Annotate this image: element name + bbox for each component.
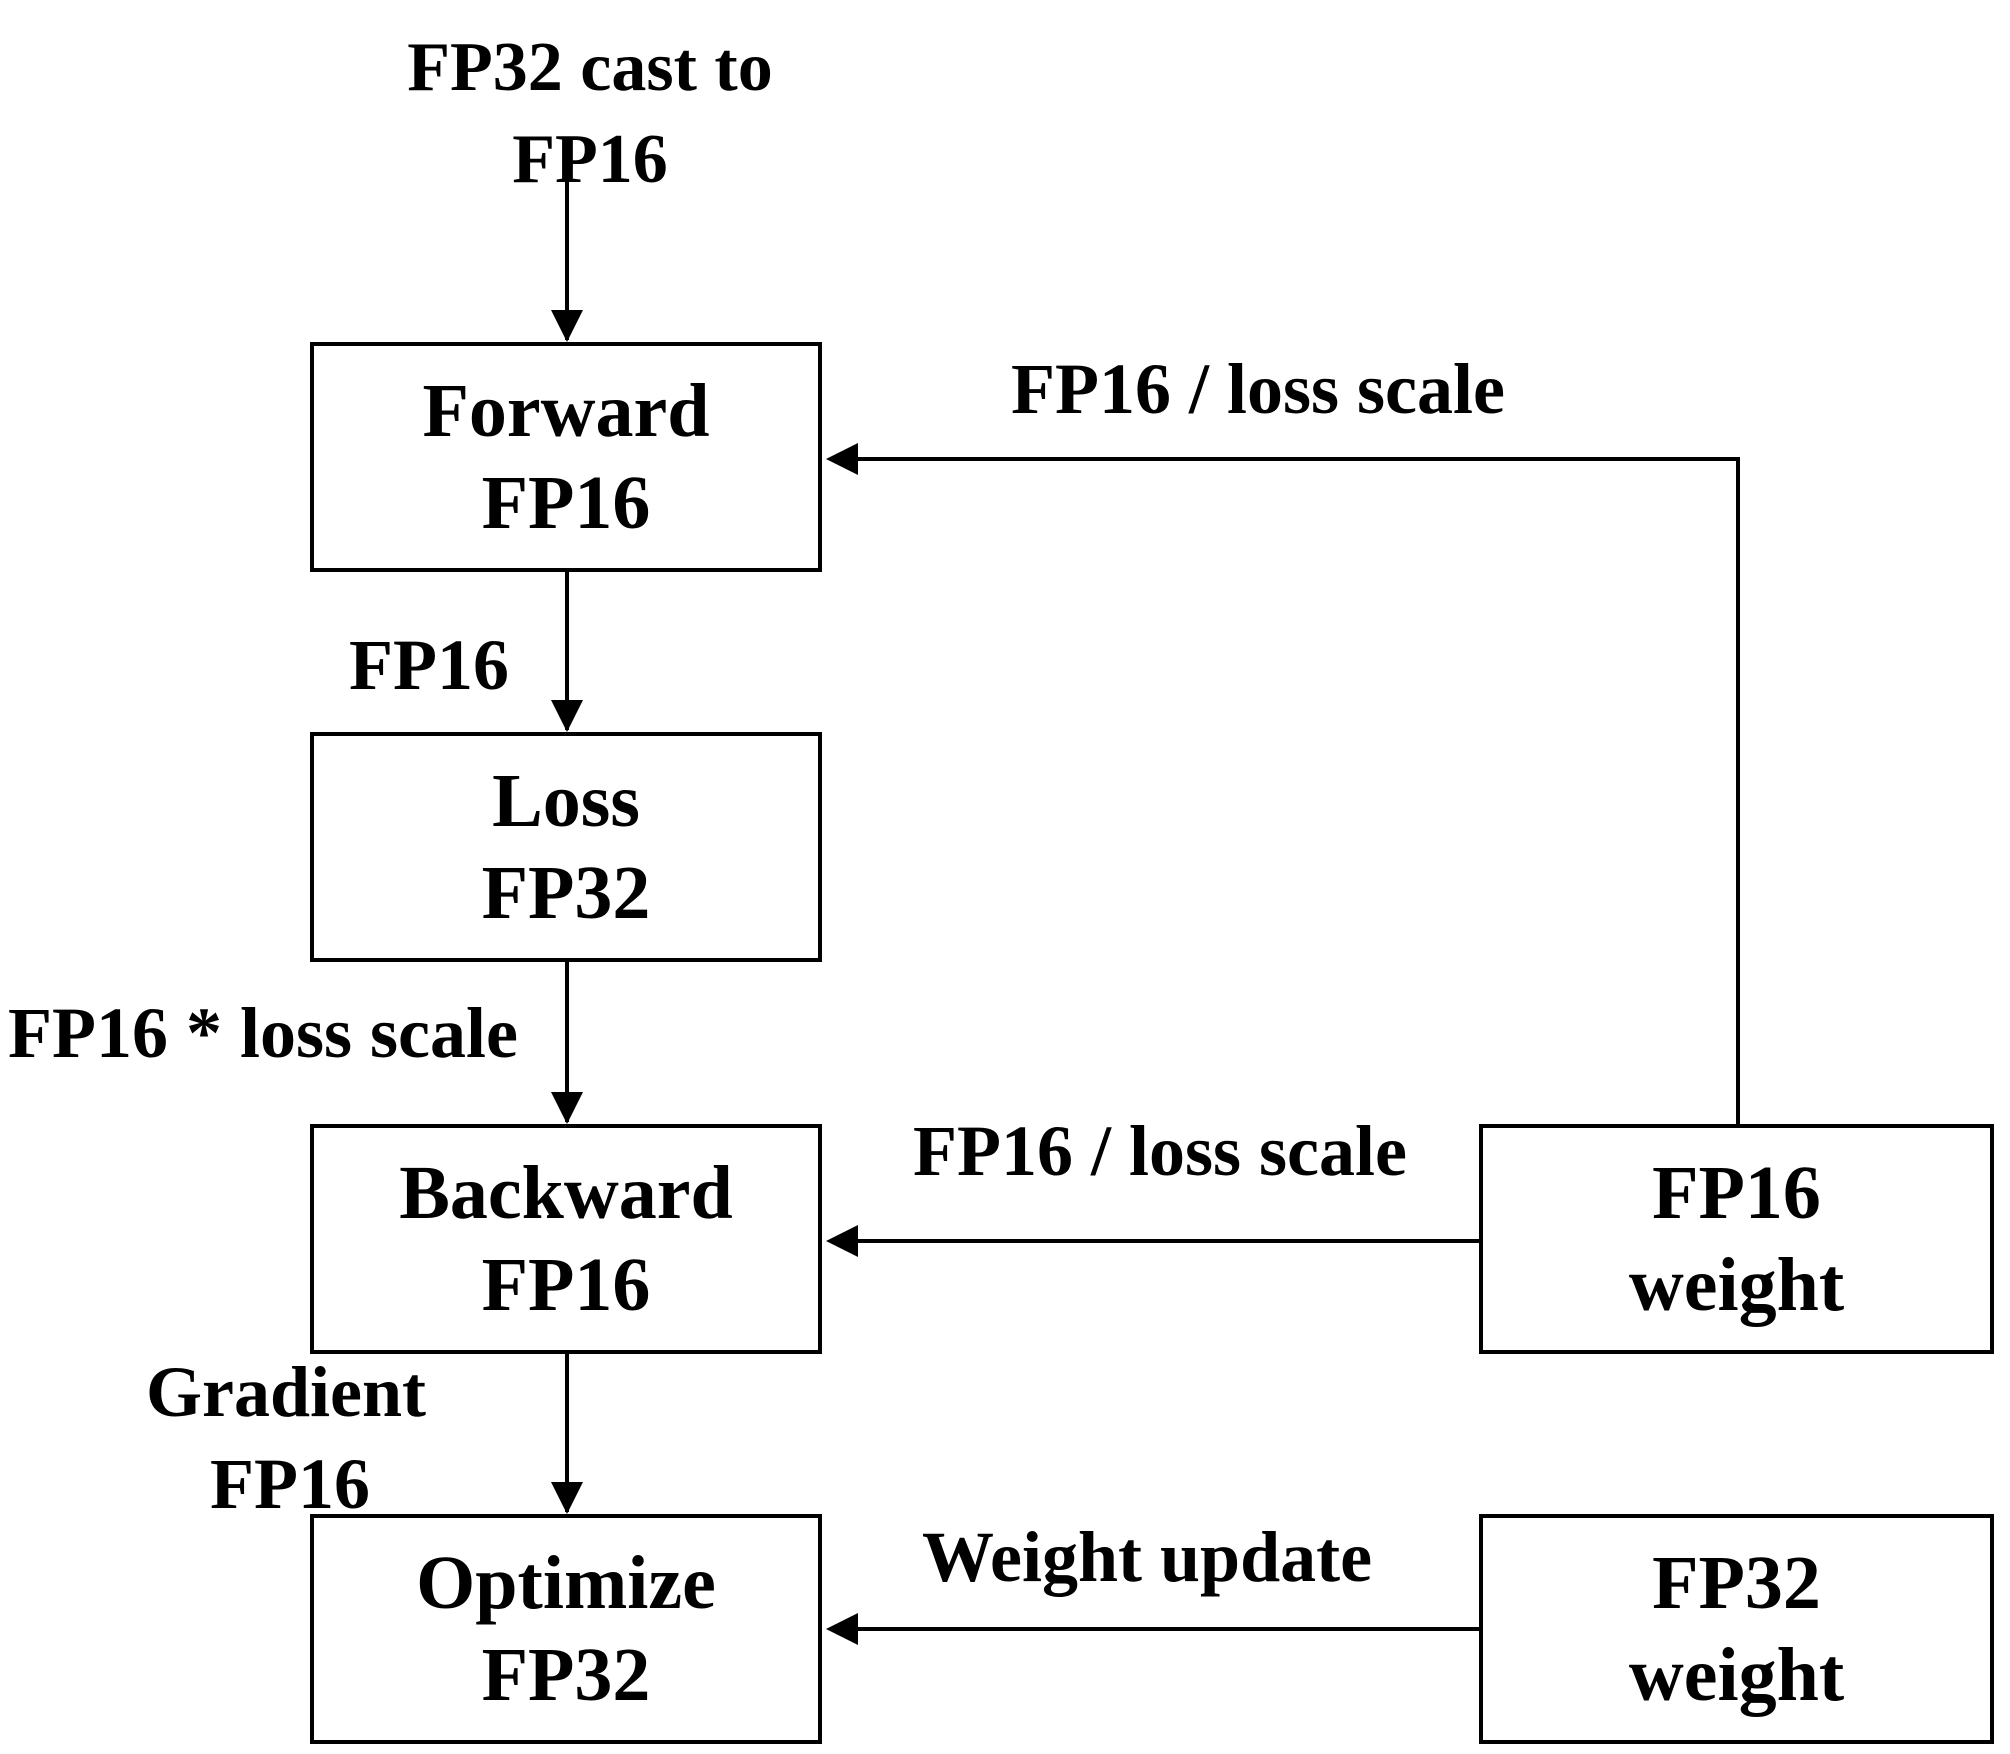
loss-box-title: Loss (492, 759, 640, 843)
arrowhead-fp16-weight-to-forward (826, 443, 858, 475)
loss-box-precision: FP32 (481, 851, 651, 935)
arrow-fp16-weight-to-forward (830, 457, 1740, 1126)
fp32-weight-box-precision: FP32 (1652, 1541, 1821, 1625)
fp16-weight-box-precision: FP16 (1652, 1151, 1821, 1235)
arrowhead-fp16-weight-to-backward (826, 1225, 858, 1257)
input-cast-label: FP32 cast to FP16 (370, 22, 810, 206)
optimize-box: Optimize FP32 (310, 1514, 822, 1744)
input-cast-label-line2: FP16 (512, 121, 668, 198)
fp32-weight-box-title: weight (1628, 1633, 1845, 1717)
weight-to-backward-label: FP16 / loss scale (913, 1111, 1407, 1191)
weight-to-forward-label: FP16 / loss scale (1011, 349, 1505, 429)
arrowhead-fp32-weight-to-optimize (826, 1613, 858, 1645)
forward-box: Forward FP16 (310, 342, 822, 572)
optimize-box-precision: FP32 (481, 1633, 651, 1717)
backward-box-title: Backward (399, 1151, 733, 1235)
gradient-label-line2: FP16 (210, 1444, 370, 1524)
fp16-weight-box: FP16 weight (1479, 1124, 1994, 1354)
fp32-weight-box: FP32 weight (1479, 1514, 1994, 1744)
forward-box-precision: FP16 (481, 461, 651, 545)
forward-box-title: Forward (422, 369, 710, 453)
fp16-weight-box-title: weight (1628, 1243, 1845, 1327)
loss-box: Loss FP32 (310, 732, 822, 962)
input-cast-label-line1: FP32 cast to (407, 29, 773, 106)
gradient-label: Gradient FP16 (146, 1346, 426, 1530)
arrowhead-forward-to-loss (551, 700, 583, 732)
optimize-box-title: Optimize (416, 1541, 716, 1625)
arrowhead-backward-to-optimize (551, 1482, 583, 1514)
arrowhead-input-to-forward (551, 310, 583, 342)
weight-update-label: Weight update (922, 1517, 1373, 1597)
loss-to-backward-label: FP16 * loss scale (8, 993, 518, 1073)
forward-to-loss-label: FP16 (349, 625, 509, 705)
gradient-label-line1: Gradient (146, 1352, 426, 1432)
backward-box-precision: FP16 (481, 1243, 651, 1327)
arrowhead-loss-to-backward (551, 1092, 583, 1124)
backward-box: Backward FP16 (310, 1124, 822, 1354)
